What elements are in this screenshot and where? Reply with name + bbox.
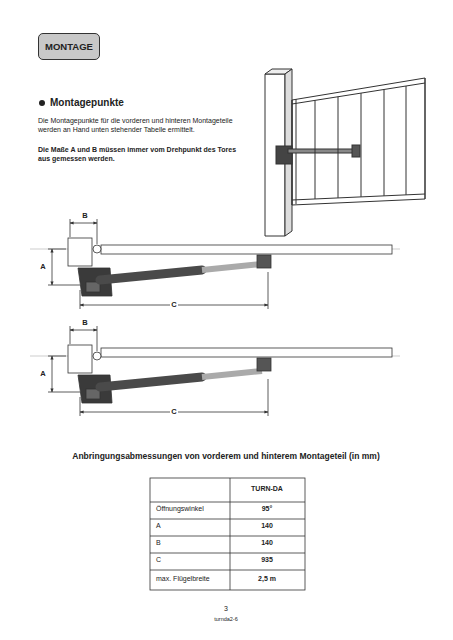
dimension-label: A <box>39 262 46 271</box>
mounting-diagram <box>30 219 400 309</box>
table-cell: 935 <box>232 556 302 565</box>
gate-bar <box>361 93 362 197</box>
gate-bar <box>406 86 407 195</box>
table-cell: max. Flügelbreite <box>156 575 228 584</box>
section-tab: MONTAGE <box>38 33 100 60</box>
gate-bar <box>315 100 316 199</box>
table-cell: C <box>156 556 228 565</box>
table-cell: 140 <box>232 539 302 548</box>
dimension-label: C <box>170 300 177 309</box>
gate-bar <box>384 89 385 195</box>
table-cell: 2,5 m <box>232 575 302 584</box>
footer-code: turnda2-6 <box>186 616 266 623</box>
mounting-diagram <box>30 326 400 416</box>
page-number: 3 <box>206 605 246 614</box>
table-header: TURN-DA <box>232 485 302 494</box>
dimension-label: C <box>170 407 177 416</box>
dimension-label: B <box>81 211 88 220</box>
table-title: Anbringungsabmessungen von vorderem und … <box>26 451 426 462</box>
table-cell: 95° <box>232 505 302 514</box>
section-title: MONTAGE <box>45 41 93 52</box>
gate-illustration <box>265 69 425 236</box>
dimension-label: A <box>39 369 46 378</box>
table-cell: Öffnungswinkel <box>156 505 228 514</box>
note: Die Maße A und B müssen immer vom Drehpu… <box>38 146 243 164</box>
table-cell: A <box>156 522 228 531</box>
dimension-table <box>150 478 305 590</box>
gate-bar <box>338 97 339 198</box>
paragraph: Die Montagepunkte für die vorderen und h… <box>38 117 243 135</box>
bullet <box>39 100 45 106</box>
table-cell: 140 <box>232 522 302 531</box>
table-cell: B <box>156 539 228 548</box>
heading: Montagepunkte <box>50 97 200 110</box>
dimension-label: B <box>81 318 88 327</box>
